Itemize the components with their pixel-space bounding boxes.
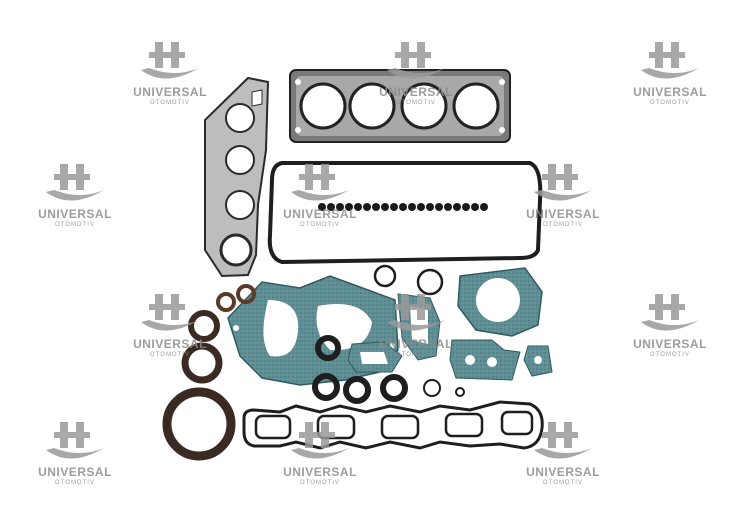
watermark-sub: OTOMOTIV — [650, 100, 690, 106]
universal-otomotiv-logo-icon — [141, 294, 199, 331]
watermark-brand: UNIVERSAL — [38, 465, 112, 479]
watermark: UNIVERSAL OTOMOTIV — [518, 160, 608, 229]
watermark: UNIVERSAL OTOMOTIV — [125, 290, 215, 359]
watermark: UNIVERSAL OTOMOTIV — [625, 290, 715, 359]
watermark: UNIVERSAL OTOMOTIV — [30, 160, 120, 229]
universal-otomotiv-logo-icon — [534, 164, 592, 201]
universal-otomotiv-logo-icon — [387, 42, 445, 79]
watermark-sub: OTOMOTIV — [396, 100, 436, 106]
exhaust-manifold-gasket — [204, 76, 270, 278]
universal-otomotiv-logo-icon — [141, 42, 199, 79]
intake-manifold-gasket — [242, 400, 544, 450]
universal-otomotiv-logo-icon — [291, 422, 349, 459]
watermark-sub: OTOMOTIV — [300, 480, 340, 486]
watermark-sub: OTOMOTIV — [300, 222, 340, 228]
universal-otomotiv-logo-icon — [291, 164, 349, 201]
watermark-brand: UNIVERSAL — [526, 207, 600, 221]
watermark-sub: OTOMOTIV — [543, 480, 583, 486]
watermark-sub: OTOMOTIV — [650, 352, 690, 358]
water-pump-gasket — [457, 267, 543, 337]
watermark-brand: UNIVERSAL — [379, 337, 453, 351]
watermark: UNIVERSAL OTOMOTIV — [371, 38, 461, 107]
watermark: UNIVERSAL OTOMOTIV — [125, 38, 215, 107]
watermark-sub: OTOMOTIV — [55, 222, 95, 228]
watermark-brand: UNIVERSAL — [133, 337, 207, 351]
watermark-sub: OTOMOTIV — [150, 352, 190, 358]
universal-otomotiv-logo-icon — [387, 294, 445, 331]
valve-cover-gasket — [267, 161, 543, 265]
watermark: UNIVERSAL OTOMOTIV — [275, 160, 365, 229]
universal-otomotiv-logo-icon — [534, 422, 592, 459]
watermark-sub: OTOMOTIV — [55, 480, 95, 486]
watermark: UNIVERSAL OTOMOTIV — [275, 418, 365, 487]
watermark-brand: UNIVERSAL — [526, 465, 600, 479]
watermark-brand: UNIVERSAL — [379, 85, 453, 99]
watermark: UNIVERSAL OTOMOTIV — [625, 38, 715, 107]
watermark: UNIVERSAL OTOMOTIV — [30, 418, 120, 487]
watermark-brand: UNIVERSAL — [133, 85, 207, 99]
watermark-brand: UNIVERSAL — [633, 85, 707, 99]
watermark-brand: UNIVERSAL — [633, 337, 707, 351]
universal-otomotiv-logo-icon — [46, 422, 104, 459]
watermark-sub: OTOMOTIV — [396, 352, 436, 358]
watermark: UNIVERSAL OTOMOTIV — [371, 290, 461, 359]
watermark-sub: OTOMOTIV — [543, 222, 583, 228]
watermark-sub: OTOMOTIV — [150, 100, 190, 106]
watermark-brand: UNIVERSAL — [38, 207, 112, 221]
watermark-brand: UNIVERSAL — [283, 465, 357, 479]
watermark: UNIVERSAL OTOMOTIV — [518, 418, 608, 487]
o-rings-and-seals — [162, 264, 465, 461]
watermark-brand: UNIVERSAL — [283, 207, 357, 221]
valve-stem-seals — [318, 203, 488, 211]
universal-otomotiv-logo-icon — [641, 294, 699, 331]
universal-otomotiv-logo-icon — [641, 42, 699, 79]
universal-otomotiv-logo-icon — [46, 164, 104, 201]
cylinder-head-gasket — [289, 69, 511, 143]
